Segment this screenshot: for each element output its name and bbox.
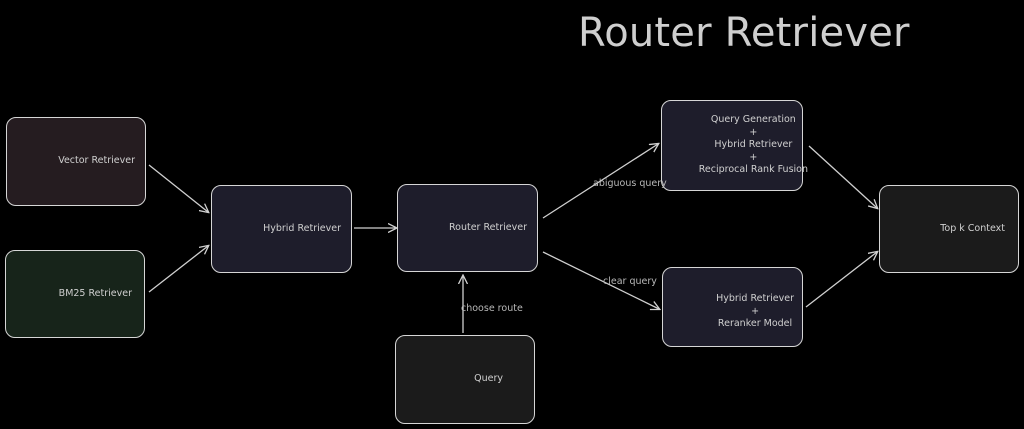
node-rerank-branch-stack: Hybrid Retriever + Reranker Model [716,293,794,331]
node-hybrid-retriever: Hybrid Retriever [211,185,352,273]
node-bm25-retriever-label: BM25 Retriever [58,287,132,299]
edge-label-ambiguous: abiguous query [593,178,667,189]
node-top-k-context-label: Top k Context [940,222,1005,234]
edge-label-choose-route: choose route [461,303,523,314]
node-bm25-retriever: BM25 Retriever [5,250,145,338]
diagram-title: Router Retriever [578,10,910,56]
edge-router-to-rerank [542,251,659,309]
node-vector-retriever: Vector Retriever [6,117,146,206]
rerank-line-1: Hybrid Retriever [716,293,794,305]
rerank-line-2: + [751,305,760,317]
edge-rerank-to-topk [805,252,877,308]
node-router-retriever-label: Router Retriever [448,221,527,233]
node-query-label: Query [474,373,503,385]
fusion-line-2: + [749,126,758,138]
rerank-line-3: Reranker Model [717,318,793,330]
edge-bm25-to-hybrid [148,246,208,293]
fusion-line-5: Reciprocal Rank Fusion [698,164,808,176]
fusion-line-1: Query Generation [710,114,796,126]
edge-label-clear: clear query [603,276,657,287]
node-hybrid-retriever-label: Hybrid Retriever [263,222,341,234]
node-fusion-branch: Query Generation + Hybrid Retriever + Re… [661,100,808,191]
fusion-line-4: + [749,151,758,163]
edge-router-to-fusion [542,144,658,219]
edge-vector-to-hybrid [148,164,208,212]
node-vector-retriever-label: Vector Retriever [58,155,135,167]
node-top-k-context: Top k Context [879,185,1019,273]
node-fusion-branch-stack: Query Generation + Hybrid Retriever + Re… [699,114,808,177]
node-query: Query [395,335,535,424]
edge-fusion-to-topk [808,145,877,208]
node-router-retriever: Router Retriever [397,184,538,272]
node-rerank-branch: Hybrid Retriever + Reranker Model [662,267,803,347]
fusion-line-3: Hybrid Retriever [714,139,793,151]
